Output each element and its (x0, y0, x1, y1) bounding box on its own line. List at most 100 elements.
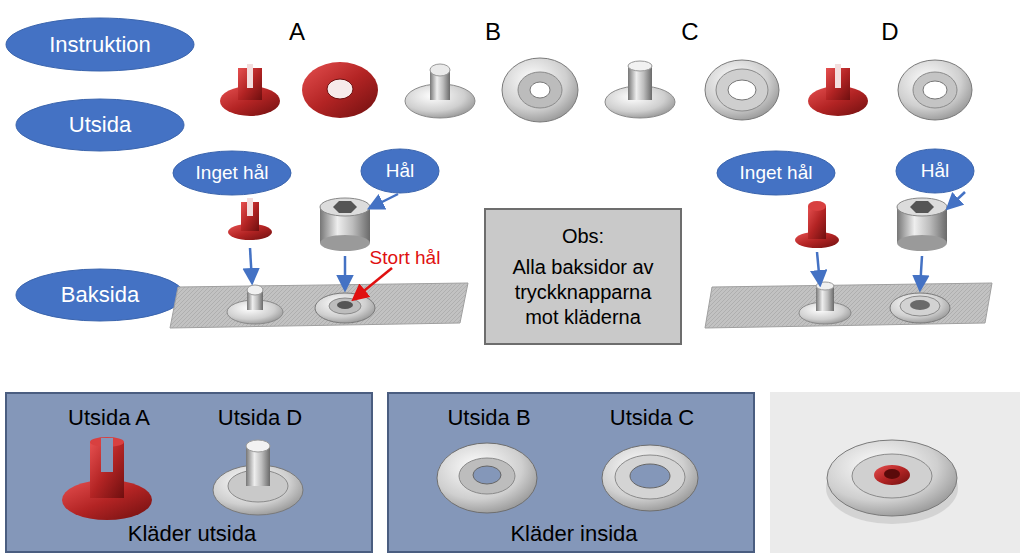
ring-rim (329, 298, 361, 314)
part-letter: C (681, 18, 698, 46)
leader-arrow (948, 192, 965, 208)
red-post-base (220, 86, 280, 116)
silver-ring (890, 293, 950, 323)
photo-shadow (826, 452, 958, 524)
leader-arrow (370, 194, 398, 208)
section-ellipse: Instruktion (5, 17, 195, 72)
part-letter: D (881, 18, 898, 46)
washer-hole (327, 79, 353, 99)
usage-panel: Utsida A Utsida D Kläder utsida (5, 392, 373, 553)
ellipse-shape (896, 149, 974, 193)
part-caption: Utsida A (68, 404, 150, 432)
ring-rim (228, 470, 288, 502)
center-hole (884, 469, 900, 479)
red-cap-base (228, 224, 272, 240)
ellipse-label: Instruktion (49, 31, 151, 59)
ring-rim (716, 69, 768, 111)
part-caption: Utsida D (218, 404, 302, 432)
part-caption: Utsida C (610, 404, 694, 432)
big-hole (337, 301, 353, 309)
ellipse-shape (16, 99, 184, 151)
silver-ring (705, 60, 779, 120)
setting-tool (897, 207, 947, 243)
prong-slit (247, 64, 253, 88)
leader-arrow (250, 248, 252, 282)
post-dome (430, 64, 450, 76)
leader-arrow (920, 256, 922, 289)
pointer-label: Stort hål (370, 247, 441, 269)
tool-top (897, 198, 947, 216)
red-cap-top (808, 201, 826, 211)
silver-post-stem (246, 446, 270, 486)
section-ellipse: Utsida (15, 98, 185, 152)
silver-ring (898, 60, 972, 120)
silver-post-base (227, 300, 283, 324)
red-center (874, 465, 910, 485)
fabric (170, 283, 468, 328)
red-post-base (808, 86, 868, 116)
ring-rim (615, 455, 685, 499)
leader-arrow (344, 256, 347, 289)
red-cap-base (795, 232, 839, 248)
ellipse-shape (6, 18, 194, 71)
red-cap-stem (241, 202, 259, 231)
red-post-stem (238, 68, 262, 100)
red-washer (302, 62, 378, 118)
red-post-base (62, 480, 152, 520)
silver-post-stem (816, 286, 834, 311)
ring-hole (473, 466, 501, 484)
ring-rim (852, 454, 932, 498)
red-post-stem (826, 68, 850, 100)
leader-arrow (817, 252, 820, 284)
silver-post-base (405, 84, 475, 118)
prong-slit (835, 64, 841, 88)
prong-slit (101, 438, 113, 472)
hex-hole (333, 201, 357, 213)
silver-ring (315, 293, 375, 323)
silver-post-stem (628, 66, 652, 100)
ellipse-label: Utsida (69, 111, 131, 139)
usage-panel: Utsida B Utsida C Kläder insida (387, 392, 755, 553)
ring-hole (630, 464, 670, 488)
silver-post-stem (247, 290, 263, 310)
tool-bottom (897, 235, 947, 251)
ellipse-shape (361, 149, 439, 193)
silver-post-base (605, 86, 675, 118)
post-top (246, 440, 270, 452)
ring-hole (923, 81, 947, 99)
red-post-stem (90, 442, 124, 498)
post-top (628, 61, 652, 71)
hex-hole (910, 201, 934, 213)
part-caption: Utsida B (447, 404, 530, 432)
silver-ring (213, 465, 303, 515)
fabric (705, 283, 992, 328)
ellipse-label: Inget hål (740, 161, 813, 185)
ring-rim (900, 296, 940, 316)
ring-rim (518, 72, 562, 108)
part-letter: A (289, 18, 305, 46)
panel-caption: Kläder utsida (128, 520, 256, 548)
note-body: Alla baksidor av tryckknapparna mot kläd… (501, 255, 666, 330)
closed-snap-ring (827, 440, 957, 516)
setting-tool (320, 207, 370, 243)
ring-rim (459, 458, 515, 494)
callout-ellipse: Inget hål (172, 150, 292, 196)
ellipse-label: Baksida (61, 281, 139, 309)
prong-slit (247, 198, 253, 216)
silver-ring (602, 445, 698, 511)
note-heading: Obs: (562, 224, 604, 249)
panel-caption: Kläder insida (510, 520, 637, 548)
callout-ellipse: Inget hål (716, 150, 836, 196)
silver-ring (502, 58, 578, 122)
ring-hole (910, 300, 930, 310)
callout-ellipse: Hål (360, 148, 440, 194)
photo-background (770, 392, 1020, 553)
part-letter: B (485, 18, 501, 46)
post-dome (247, 285, 263, 295)
tool-top (320, 198, 370, 216)
ring-hole (728, 80, 756, 100)
ring-rim (913, 72, 957, 108)
ring-hole (530, 82, 550, 98)
